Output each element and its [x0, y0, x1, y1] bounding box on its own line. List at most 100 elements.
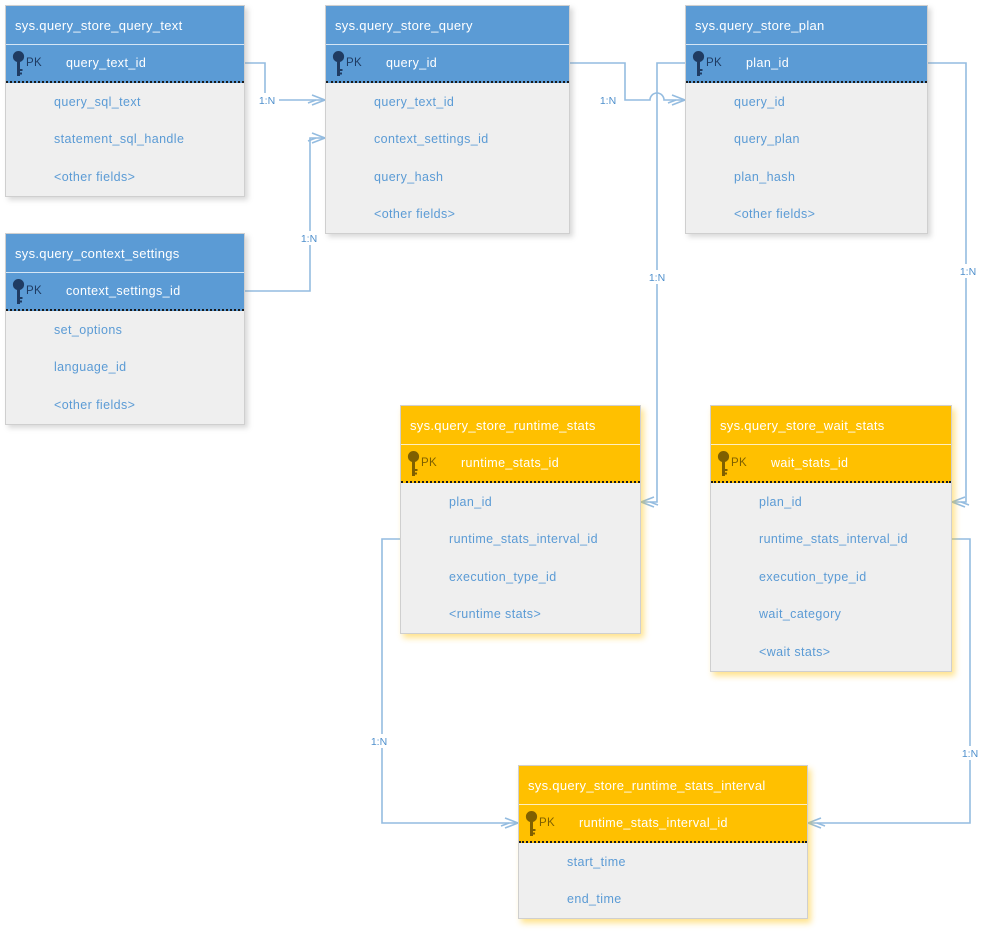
relationship-label-background [956, 264, 980, 278]
arrowhead-icon [667, 94, 688, 106]
field-name: execution_type_id [759, 569, 867, 584]
field-name: runtime_stats_interval_id [759, 532, 908, 547]
arrowhead-icon [307, 94, 328, 106]
relationship-cardinality-label: 1:N [301, 233, 317, 245]
field-row: <other fields> [326, 195, 569, 233]
field-row: language_id [6, 348, 244, 386]
field-row: plan_hash [686, 158, 927, 196]
field-row: plan_id [401, 483, 640, 521]
arrowhead-icon [500, 817, 521, 829]
field-row: plan_id [711, 483, 951, 521]
pk-badge: PK [706, 57, 722, 69]
relationship-cardinality-label: 1:N [649, 272, 665, 284]
field-name: query_hash [374, 169, 444, 184]
relationship-label-background [596, 93, 620, 107]
key-icon [12, 50, 25, 76]
relationship-connector-context-settings-to-query [245, 137, 325, 292]
key-icon [717, 450, 730, 476]
arrowhead-icon [949, 496, 970, 508]
field-row: set_options [6, 311, 244, 349]
relationship-cardinality-label: 1:N [600, 95, 616, 107]
field-row: query_text_id [326, 83, 569, 121]
field-name: runtime_stats_interval_id [449, 532, 598, 547]
relationship-cardinality-label: 1:N [259, 95, 275, 107]
field-name: wait_category [759, 607, 842, 622]
relationship-label-background [255, 93, 279, 107]
field-name: query_sql_text [54, 94, 141, 109]
field-row: execution_type_id [711, 558, 951, 596]
field-row: <wait stats> [711, 633, 951, 671]
field-name: plan_hash [734, 169, 796, 184]
field-name: <runtime stats> [449, 607, 542, 622]
pk-badge: PK [26, 285, 42, 297]
relationship-cardinality-label: 1:N [371, 736, 387, 748]
field-name: end_time [567, 892, 622, 907]
pk-field-name: runtime_stats_interval_id [578, 816, 728, 830]
field-row: query_sql_text [6, 83, 244, 121]
field-name: start_time [567, 854, 626, 869]
field-row: statement_sql_handle [6, 120, 244, 158]
field-row: <other fields> [686, 195, 927, 233]
table-title: sys.query_context_settings [6, 234, 244, 273]
field-name: language_id [54, 360, 127, 375]
relationship-label-background [367, 734, 391, 748]
pk-badge: PK [26, 57, 42, 69]
pk-field-name: plan_id [745, 56, 790, 70]
field-row: wait_category [711, 595, 951, 633]
field-name: plan_id [759, 494, 803, 509]
field-row: runtime_stats_interval_id [401, 520, 640, 558]
field-row: execution_type_id [401, 558, 640, 596]
key-icon [332, 50, 345, 76]
primary-key-row: PK plan_id [686, 45, 927, 83]
arrowhead-icon [638, 496, 659, 508]
field-row: query_plan [686, 120, 927, 158]
relationship-cardinality-label: 1:N [960, 266, 976, 278]
key-icon [692, 50, 705, 76]
table-title: sys.query_store_query_text [6, 6, 244, 45]
field-name: <wait stats> [759, 644, 831, 659]
pk-field-name: runtime_stats_id [460, 456, 560, 470]
field-row: <other fields> [6, 386, 244, 424]
relationship-connector-query-text-to-query [245, 62, 325, 101]
table-title: sys.query_store_wait_stats [711, 406, 951, 445]
key-icon [12, 278, 25, 304]
key-icon [525, 810, 538, 836]
key-icon [407, 450, 420, 476]
field-name: set_options [54, 322, 123, 337]
pk-field-name: query_text_id [65, 56, 147, 70]
pk-field-name: wait_stats_id [770, 456, 849, 470]
field-name: <other fields> [54, 397, 136, 412]
field-row: start_time [519, 843, 807, 881]
primary-key-row: PK runtime_stats_id [401, 445, 640, 483]
field-name: query_id [734, 94, 786, 109]
relationship-connector-plan-to-runtime-stats [641, 62, 685, 503]
pk-badge: PK [421, 457, 437, 469]
field-name: statement_sql_handle [54, 132, 185, 147]
field-row: query_id [686, 83, 927, 121]
field-row: query_hash [326, 158, 569, 196]
arrowhead-icon [805, 817, 826, 829]
field-name: <other fields> [734, 207, 816, 222]
relationship-label-background [297, 231, 321, 245]
field-row: <runtime stats> [401, 595, 640, 633]
pk-field-name: context_settings_id [65, 284, 181, 298]
table-title: sys.query_store_runtime_stats [401, 406, 640, 445]
arrowhead-icon [307, 132, 328, 144]
field-name: query_text_id [374, 94, 455, 109]
relationship-label-background [958, 746, 982, 760]
field-name: context_settings_id [374, 132, 489, 147]
table-title: sys.query_store_runtime_stats_interval [519, 766, 807, 805]
pk-field-name: query_id [385, 56, 438, 70]
relationship-connector-query-to-plan [570, 62, 685, 101]
field-row: end_time [519, 880, 807, 918]
